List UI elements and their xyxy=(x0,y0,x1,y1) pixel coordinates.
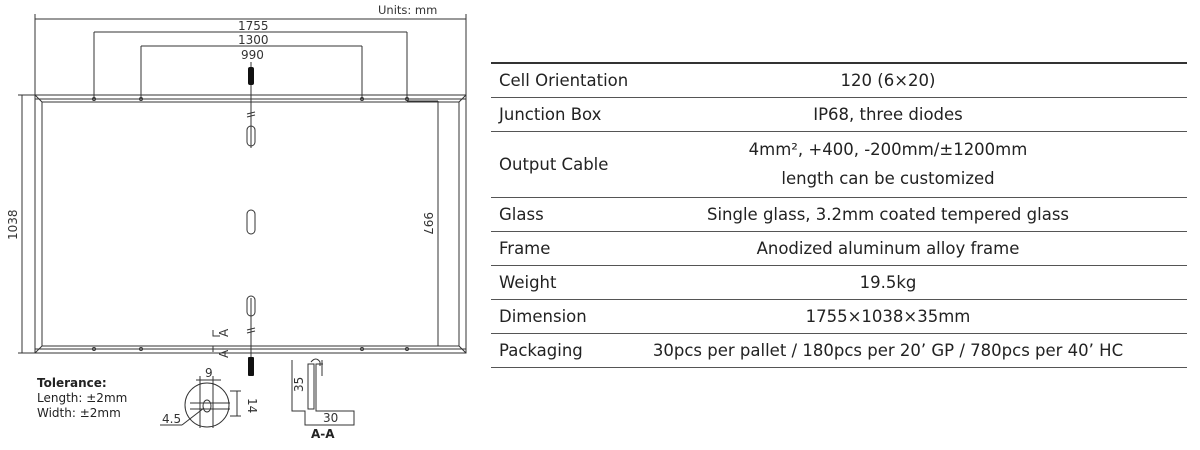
spec-key: Glass xyxy=(491,197,649,232)
tolerance-width: Width: ±2mm xyxy=(37,406,121,420)
spec-value: 120 (6×20) xyxy=(649,63,1187,98)
spec-key: Packaging xyxy=(491,333,649,368)
spec-value: 19.5kg xyxy=(649,265,1187,300)
spec-key: Frame xyxy=(491,231,649,266)
spec-key: Weight xyxy=(491,265,649,300)
spec-key: Dimension xyxy=(491,299,649,334)
section-cut-marker-bottom: A xyxy=(217,349,231,358)
dim-hole-9: 9 xyxy=(205,366,213,380)
table-row: Dimension 1755×1038×35mm xyxy=(491,299,1187,334)
panel-outline-svg: 1755 1300 990 1038 997 A A 9 14 4.5 35 3… xyxy=(6,14,467,428)
spec-value: 1755×1038×35mm xyxy=(649,299,1187,334)
table-row: Frame Anodized aluminum alloy frame xyxy=(491,231,1187,266)
spec-value: 4mm², +400, -200mm/±1200mm length can be… xyxy=(649,131,1187,198)
spec-key: Output Cable xyxy=(491,131,649,198)
spec-value: 30pcs per pallet / 180pcs per 20’ GP / 7… xyxy=(649,333,1187,368)
dim-hole-14: 14 xyxy=(245,398,259,413)
spec-table: Cell Orientation 120 (6×20) Junction Box… xyxy=(491,62,1187,368)
spec-value: Anodized aluminum alloy frame xyxy=(649,231,1187,266)
spec-key: Junction Box xyxy=(491,97,649,132)
tolerance-block: Tolerance: Length: ±2mm Width: ±2mm xyxy=(37,376,127,421)
spec-key: Cell Orientation xyxy=(491,63,649,98)
tolerance-title: Tolerance: xyxy=(37,376,107,390)
spec-value: Single glass, 3.2mm coated tempered glas… xyxy=(649,197,1187,232)
table-row: Packaging 30pcs per pallet / 180pcs per … xyxy=(491,333,1187,368)
tolerance-length: Length: ±2mm xyxy=(37,391,128,405)
dim-frame-30: 30 xyxy=(323,411,338,425)
spec-value-line-1: 4mm², +400, -200mm/±1200mm xyxy=(748,140,1028,159)
section-label: A-A xyxy=(311,427,335,441)
dim-1038: 1038 xyxy=(6,209,20,240)
spec-value: IP68, three diodes xyxy=(649,97,1187,132)
dim-hole-4-5: 4.5 xyxy=(162,412,181,426)
table-row: Junction Box IP68, three diodes xyxy=(491,97,1187,132)
table-row: Glass Single glass, 3.2mm coated tempere… xyxy=(491,197,1187,232)
dim-frame-35: 35 xyxy=(292,377,306,392)
dim-990: 990 xyxy=(241,48,264,62)
dim-1755: 1755 xyxy=(238,19,269,33)
dim-997: 997 xyxy=(421,212,435,235)
table-row: Weight 19.5kg xyxy=(491,265,1187,300)
panel-dimension-drawing: 1755 1300 990 1038 997 A A 9 14 4.5 35 3… xyxy=(0,0,490,450)
table-row: Output Cable 4mm², +400, -200mm/±1200mm … xyxy=(491,131,1187,198)
units-label: Units: mm xyxy=(378,3,438,17)
dim-1300: 1300 xyxy=(238,33,269,47)
section-cut-marker-top: A xyxy=(217,328,231,337)
table-row: Cell Orientation 120 (6×20) xyxy=(491,63,1187,98)
spec-value-line-2: length can be customized xyxy=(781,169,995,188)
